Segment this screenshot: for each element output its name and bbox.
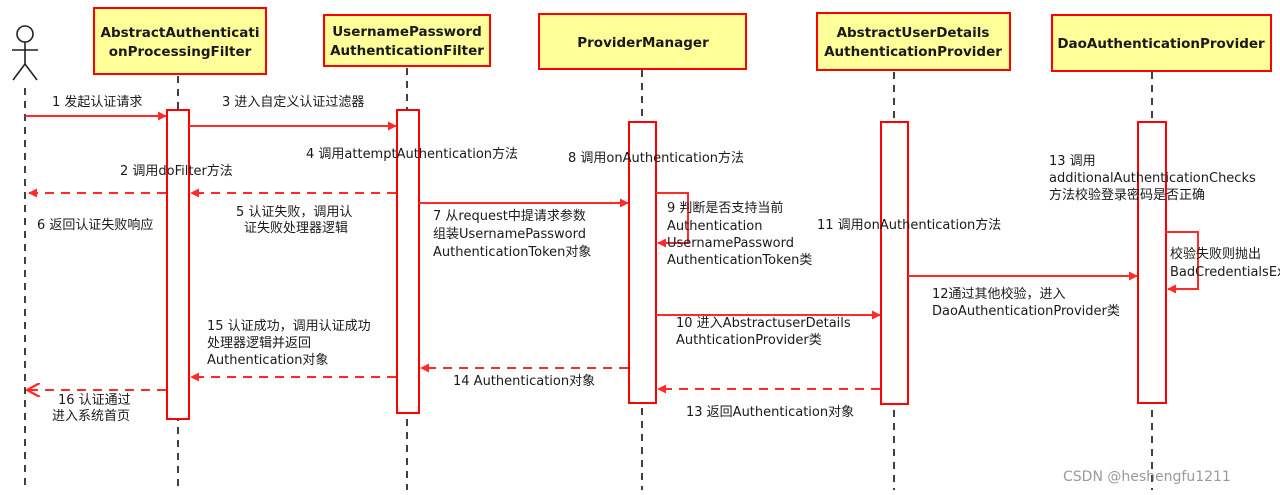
lifelines (24, 68, 1153, 490)
participant-upfilter-line-2: AuthenticationFilter (330, 43, 484, 59)
label-15: 15 认证成功，调用认证成功 处理器逻辑并返回 Authentication对象 (207, 319, 375, 368)
label-9: 9 判断是否支持当前 Authentication UsernamePasswo… (667, 200, 812, 268)
activation-daoprovider (1137, 121, 1167, 404)
label-11: 11 调用onAuthentication方法 (817, 217, 1001, 233)
label-13-call: 13 调用 additionalAuthenticationChecks 方法校… (1049, 154, 1260, 203)
activation-upfilter (396, 109, 420, 414)
label-13-return: 13 返回Authentication对象 (686, 405, 854, 420)
participant-daoprovider: DaoAuthenticationProvider (1051, 14, 1272, 72)
label-2: 2 调用doFilter方法 (120, 163, 233, 179)
label-8: 8 调用onAuthentication方法 (568, 150, 744, 166)
participant-upfilter-line-1: UsernamePassword (332, 24, 482, 40)
participant-filter-line-1: AbstractAuthenticati (101, 25, 260, 41)
participant-daoprovider-line-1: DaoAuthenticationProvider (1057, 36, 1265, 52)
participant-abstractprovider-line-1: AbstractUserDetails (837, 25, 990, 41)
label-14: 14 Authentication对象 (453, 374, 595, 389)
participant-providermanager-line-1: ProviderManager (577, 35, 709, 51)
participant-abstractprovider-line-2: AuthenticationProvider (824, 44, 1002, 60)
label-6: 6 返回认证失败响应 (37, 217, 153, 233)
label-12: 12通过其他校验，进入 DaoAuthenticationProvider类 (932, 286, 1120, 319)
message-arrows (25, 111, 1199, 390)
label-5: 5 认证失败，调用认 证失败处理器逻辑 (236, 205, 357, 236)
activation-providermanager (628, 121, 657, 404)
message-labels: 1 发起认证请求 3 进入自定义认证过滤器 4 调用attemptAuthent… (37, 94, 1280, 424)
label-1: 1 发起认证请求 (52, 94, 142, 110)
label-7: 7 从request中提请求参数 组装UsernamePassword Auth… (433, 208, 591, 260)
activation-filter (166, 109, 190, 420)
arrow-9-self (656, 192, 689, 248)
participant-filter: AbstractAuthenticati onProcessingFilter (93, 7, 267, 75)
label-fail: 校验失败则抛出 BadCredentialsEx (1170, 246, 1280, 280)
watermark: CSDN @heshengfu1211 (1063, 469, 1231, 485)
participant-providermanager: ProviderManager (538, 13, 747, 70)
label-3: 3 进入自定义认证过滤器 (222, 95, 364, 110)
label-4: 4 调用attemptAuthentication方法 (306, 146, 518, 162)
activation-bars (166, 109, 1167, 420)
actor-user-icon (12, 25, 38, 81)
participant-abstractprovider: AbstractUserDetails AuthenticationProvid… (816, 12, 1011, 71)
arrow-fail-self (1166, 231, 1199, 294)
participant-upfilter: UsernamePassword AuthenticationFilter (323, 14, 491, 67)
participant-filter-line-2: onProcessingFilter (109, 44, 252, 60)
activation-abstractprovider (880, 121, 909, 405)
label-10: 10 进入AbstractuserDetails AuthticationPro… (676, 316, 855, 348)
label-16: 16 认证通过 进入系统首页 (52, 393, 135, 424)
